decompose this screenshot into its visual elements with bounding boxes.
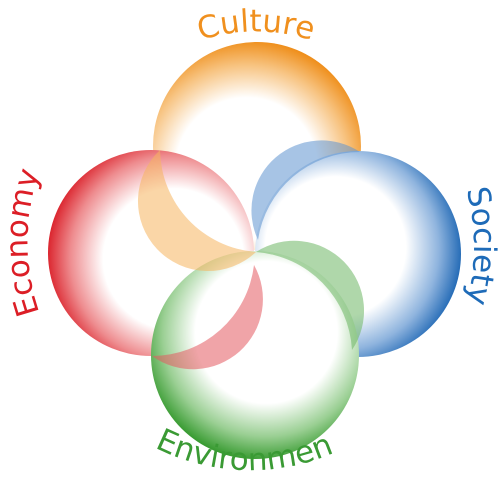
culture-label: Culture bbox=[193, 3, 319, 47]
economy-label: Economy bbox=[0, 164, 47, 321]
environment-tail bbox=[256, 240, 365, 350]
society-tail bbox=[251, 140, 360, 240]
society-label: Society bbox=[459, 183, 500, 308]
environment-circle bbox=[151, 251, 359, 459]
economy-tail bbox=[152, 265, 263, 370]
culture-tail bbox=[137, 150, 256, 272]
